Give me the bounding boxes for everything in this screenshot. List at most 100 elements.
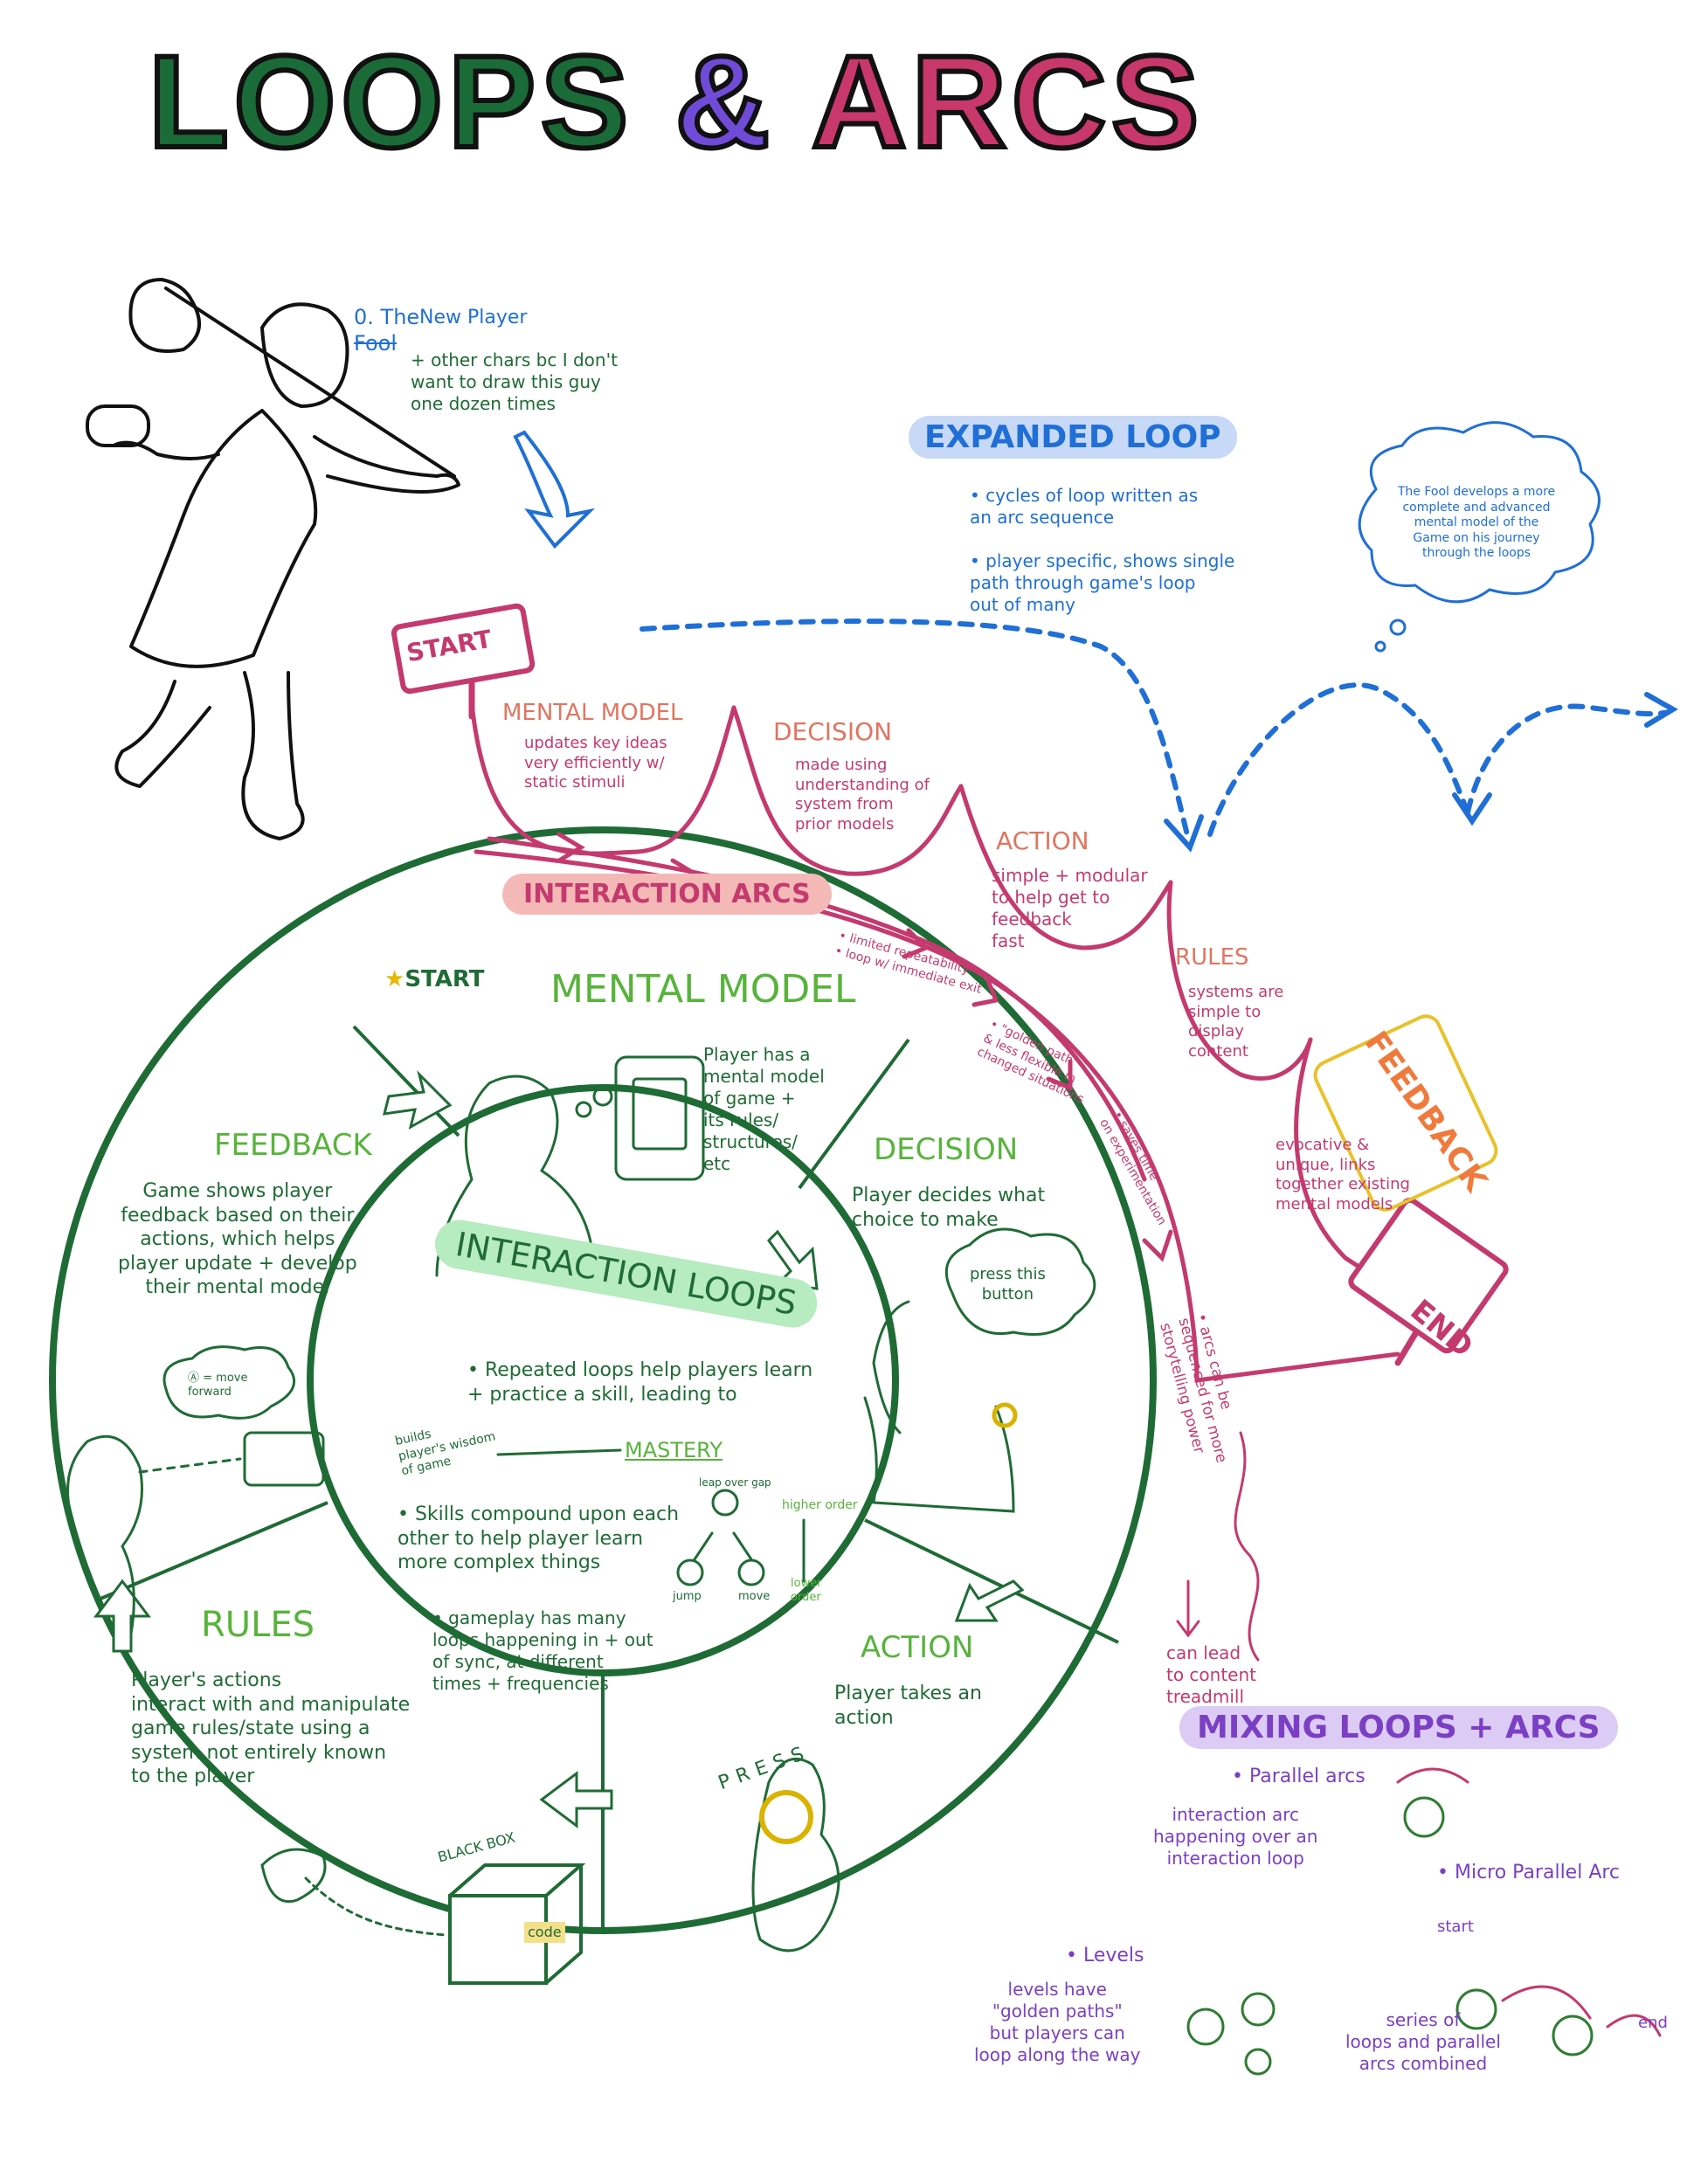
expanded-dotted-2: [1207, 682, 1470, 837]
divider-decision: [798, 1038, 910, 1190]
treadmill-arrow: [1176, 1579, 1200, 1638]
core-bullet3: • gameplay has many loops happening in +…: [432, 1607, 653, 1694]
levels-loop-2: [1241, 1992, 1276, 2027]
micro-loop-2: [1552, 2015, 1594, 2056]
arc-decision-curve: [731, 705, 964, 876]
arc-chevron-5: [1046, 1059, 1073, 1091]
micro-arc: [1501, 1985, 1662, 2037]
thought-cloud: [1358, 421, 1601, 604]
mixing-series-text: series of loops and parallel arcs combin…: [1345, 2009, 1501, 2074]
arc-mental-model-curve: [469, 701, 736, 856]
feedback-figure: [66, 1434, 143, 1635]
rules-wire: [304, 1876, 447, 1937]
core-leap-over-gap: leap over gap: [699, 1476, 771, 1489]
core-move: move: [738, 1590, 771, 1603]
title-loops: LOOPS: [146, 25, 634, 177]
parallel-loop: [1403, 1796, 1445, 1838]
core-lower-order: lower order: [791, 1577, 822, 1605]
arc-chevron-4: [971, 976, 999, 1007]
arc-rules-curve: [1166, 880, 1313, 1081]
feedback-bubble: [162, 1345, 296, 1420]
thought-dot-2: [1374, 640, 1386, 653]
wheel-press-bubble: press this button: [970, 1265, 1046, 1303]
decision-figure: [863, 1300, 1015, 1513]
wheel-feedback-title: FEEDBACK: [214, 1128, 372, 1163]
controller-button: [992, 1402, 1018, 1428]
fool-leg-front: [241, 671, 305, 840]
wheel-decision-title: DECISION: [874, 1132, 1019, 1167]
title-arcs: ARCS: [809, 25, 1205, 177]
core-loop-leap: [711, 1489, 739, 1517]
arc-decision-text: made using understanding of system from …: [795, 756, 930, 833]
core-diagram-arrows: [496, 1448, 805, 1583]
fool-figure: [86, 278, 460, 840]
arc-rules-title: RULES: [1175, 944, 1249, 971]
micro-loop: [1455, 1988, 1497, 2030]
decision-bubble: [944, 1227, 1096, 1336]
arc-mental-model-title: MENTAL MODEL: [502, 700, 683, 726]
arc-baseline-inner: [487, 836, 1147, 1182]
wheel-action-title: ACTION: [861, 1630, 974, 1665]
core-loop-jump: [676, 1559, 704, 1586]
arc-mental-model-text: updates key ideas very efficiently w/ st…: [524, 734, 667, 791]
thought-dot-b: [592, 1086, 613, 1107]
start-sign: [391, 603, 536, 695]
thought-dot-1: [1389, 619, 1407, 636]
mixing-start: start: [1437, 1918, 1474, 1936]
interaction-arcs-heading: INTERACTION ARCS: [502, 874, 832, 915]
divider-action: [864, 1518, 1119, 1644]
arc-decision-title: DECISION: [773, 717, 893, 746]
expanded-loop-heading: EXPANDED LOOP: [909, 416, 1237, 459]
wheel-action-text: Player takes an action: [834, 1683, 982, 1729]
levels-loop-1: [1186, 2008, 1225, 2046]
mixing-sketches: [1186, 1767, 1662, 2076]
controller-icon: [86, 404, 150, 447]
wheel-rules-text: Player's actions interact with and manip…: [131, 1669, 411, 1787]
wheel-start-label: ★START: [384, 966, 485, 992]
arc-action-title: ACTION: [996, 826, 1089, 855]
arc-chevron-6: [1142, 1229, 1173, 1262]
mixing-heading-text: MIXING LOOPS + ARCS: [1179, 1706, 1618, 1749]
arrow-to-feedback: [93, 1579, 151, 1653]
arc-chevron-3: [902, 928, 930, 959]
expanded-loop-heading-text: EXPANDED LOOP: [909, 416, 1237, 459]
arrow-to-action: [954, 1579, 1025, 1622]
arc-chevron-1: [557, 832, 585, 863]
end-sign-board: [1348, 1197, 1509, 1354]
mixing-end: end: [1638, 2014, 1668, 2032]
arrow-to-rules: [539, 1771, 613, 1828]
arc-note-treadmill: can lead to content treadmill: [1166, 1642, 1257, 1707]
mixing-levels-title: • Levels: [1066, 1945, 1144, 1966]
mental-model-frame: [614, 1055, 705, 1181]
arrowhead-3: [1644, 692, 1678, 728]
divider-start: [352, 1025, 460, 1137]
arrowhead-2: [1452, 792, 1492, 826]
mixing-parallel-text: interaction arc happening over an intera…: [1153, 1804, 1318, 1869]
wheel-rules-title: RULES: [201, 1605, 315, 1645]
divider-rules-feedback: [100, 1501, 328, 1600]
core-loop-move: [737, 1559, 765, 1586]
arc-rules-text: systems are simple to display content: [1188, 983, 1284, 1061]
press-hand: [751, 1757, 840, 1952]
wheel-decision-text: Player decides what choice to make: [852, 1185, 1046, 1231]
sequenced-arrow: [1234, 1431, 1260, 1662]
core-higher-order: higher order: [782, 1498, 858, 1512]
end-sign: [1348, 1197, 1509, 1354]
fool-pointer-arrow: [513, 430, 596, 549]
start-sign-board: [391, 603, 536, 695]
arc-feedback-text: evocative & unique, links together exist…: [1276, 1136, 1410, 1213]
expanded-dotted-1: [640, 619, 1191, 841]
core-mastery: MASTERY: [625, 1438, 723, 1462]
mixing-micro-title: • Micro Parallel Arc: [1437, 1862, 1621, 1883]
fool-stick: [164, 287, 456, 478]
expanded-dotted-3: [1465, 703, 1671, 815]
black-box-top: [448, 1863, 586, 1985]
wheel-feedback-text: Game shows player feedback based on thei…: [118, 1180, 357, 1298]
feedback-sightline: [138, 1457, 242, 1474]
core-bullet1: • Repeated loops help players learn + pr…: [467, 1359, 813, 1406]
arc-action-text: simple + modular to help get to feedback…: [992, 865, 1148, 951]
wheel-mental-model-text: Player has a mental model of game + its …: [703, 1044, 825, 1174]
wheel-code-label: code: [524, 1922, 565, 1943]
fool-leg-back: [114, 680, 211, 788]
thought-dot-a: [575, 1101, 592, 1118]
